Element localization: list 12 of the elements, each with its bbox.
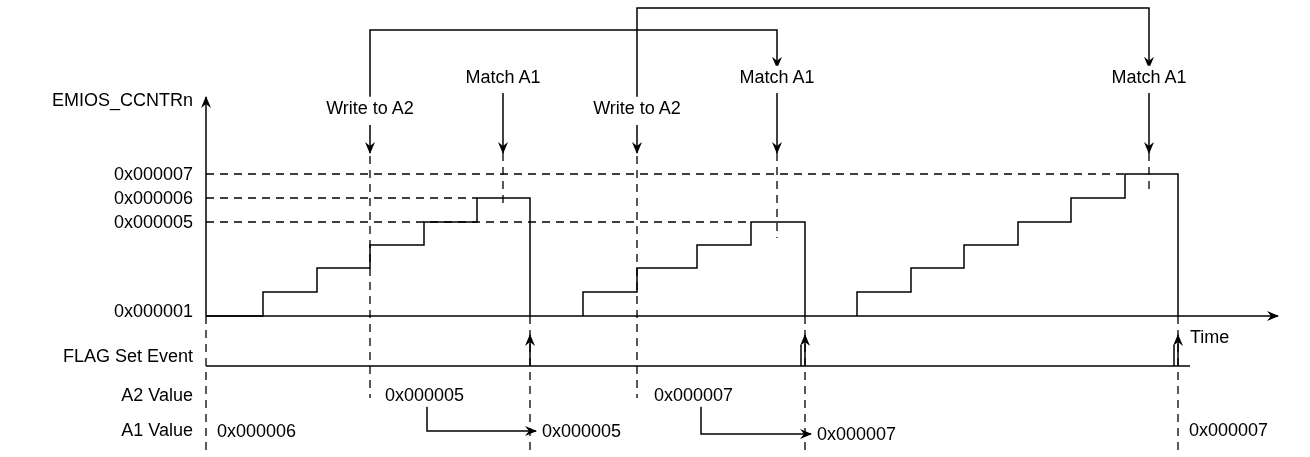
row-label: A2 Value	[121, 383, 193, 407]
tick-label: 0x000005	[113, 210, 193, 234]
row-label: FLAG Set Event	[62, 344, 193, 368]
axis-label: EMIOS_CCNTRn	[51, 88, 193, 112]
tick-label: 0x000006	[113, 186, 193, 210]
tick-label: 0x000001	[113, 299, 193, 323]
axis-label: Time	[1190, 325, 1230, 349]
arrow	[700, 405, 812, 439]
register-value: 0x000006	[217, 419, 297, 443]
tick-label: 0x000007	[113, 162, 193, 186]
arrow	[426, 405, 537, 436]
row-label: A1 Value	[121, 418, 193, 442]
